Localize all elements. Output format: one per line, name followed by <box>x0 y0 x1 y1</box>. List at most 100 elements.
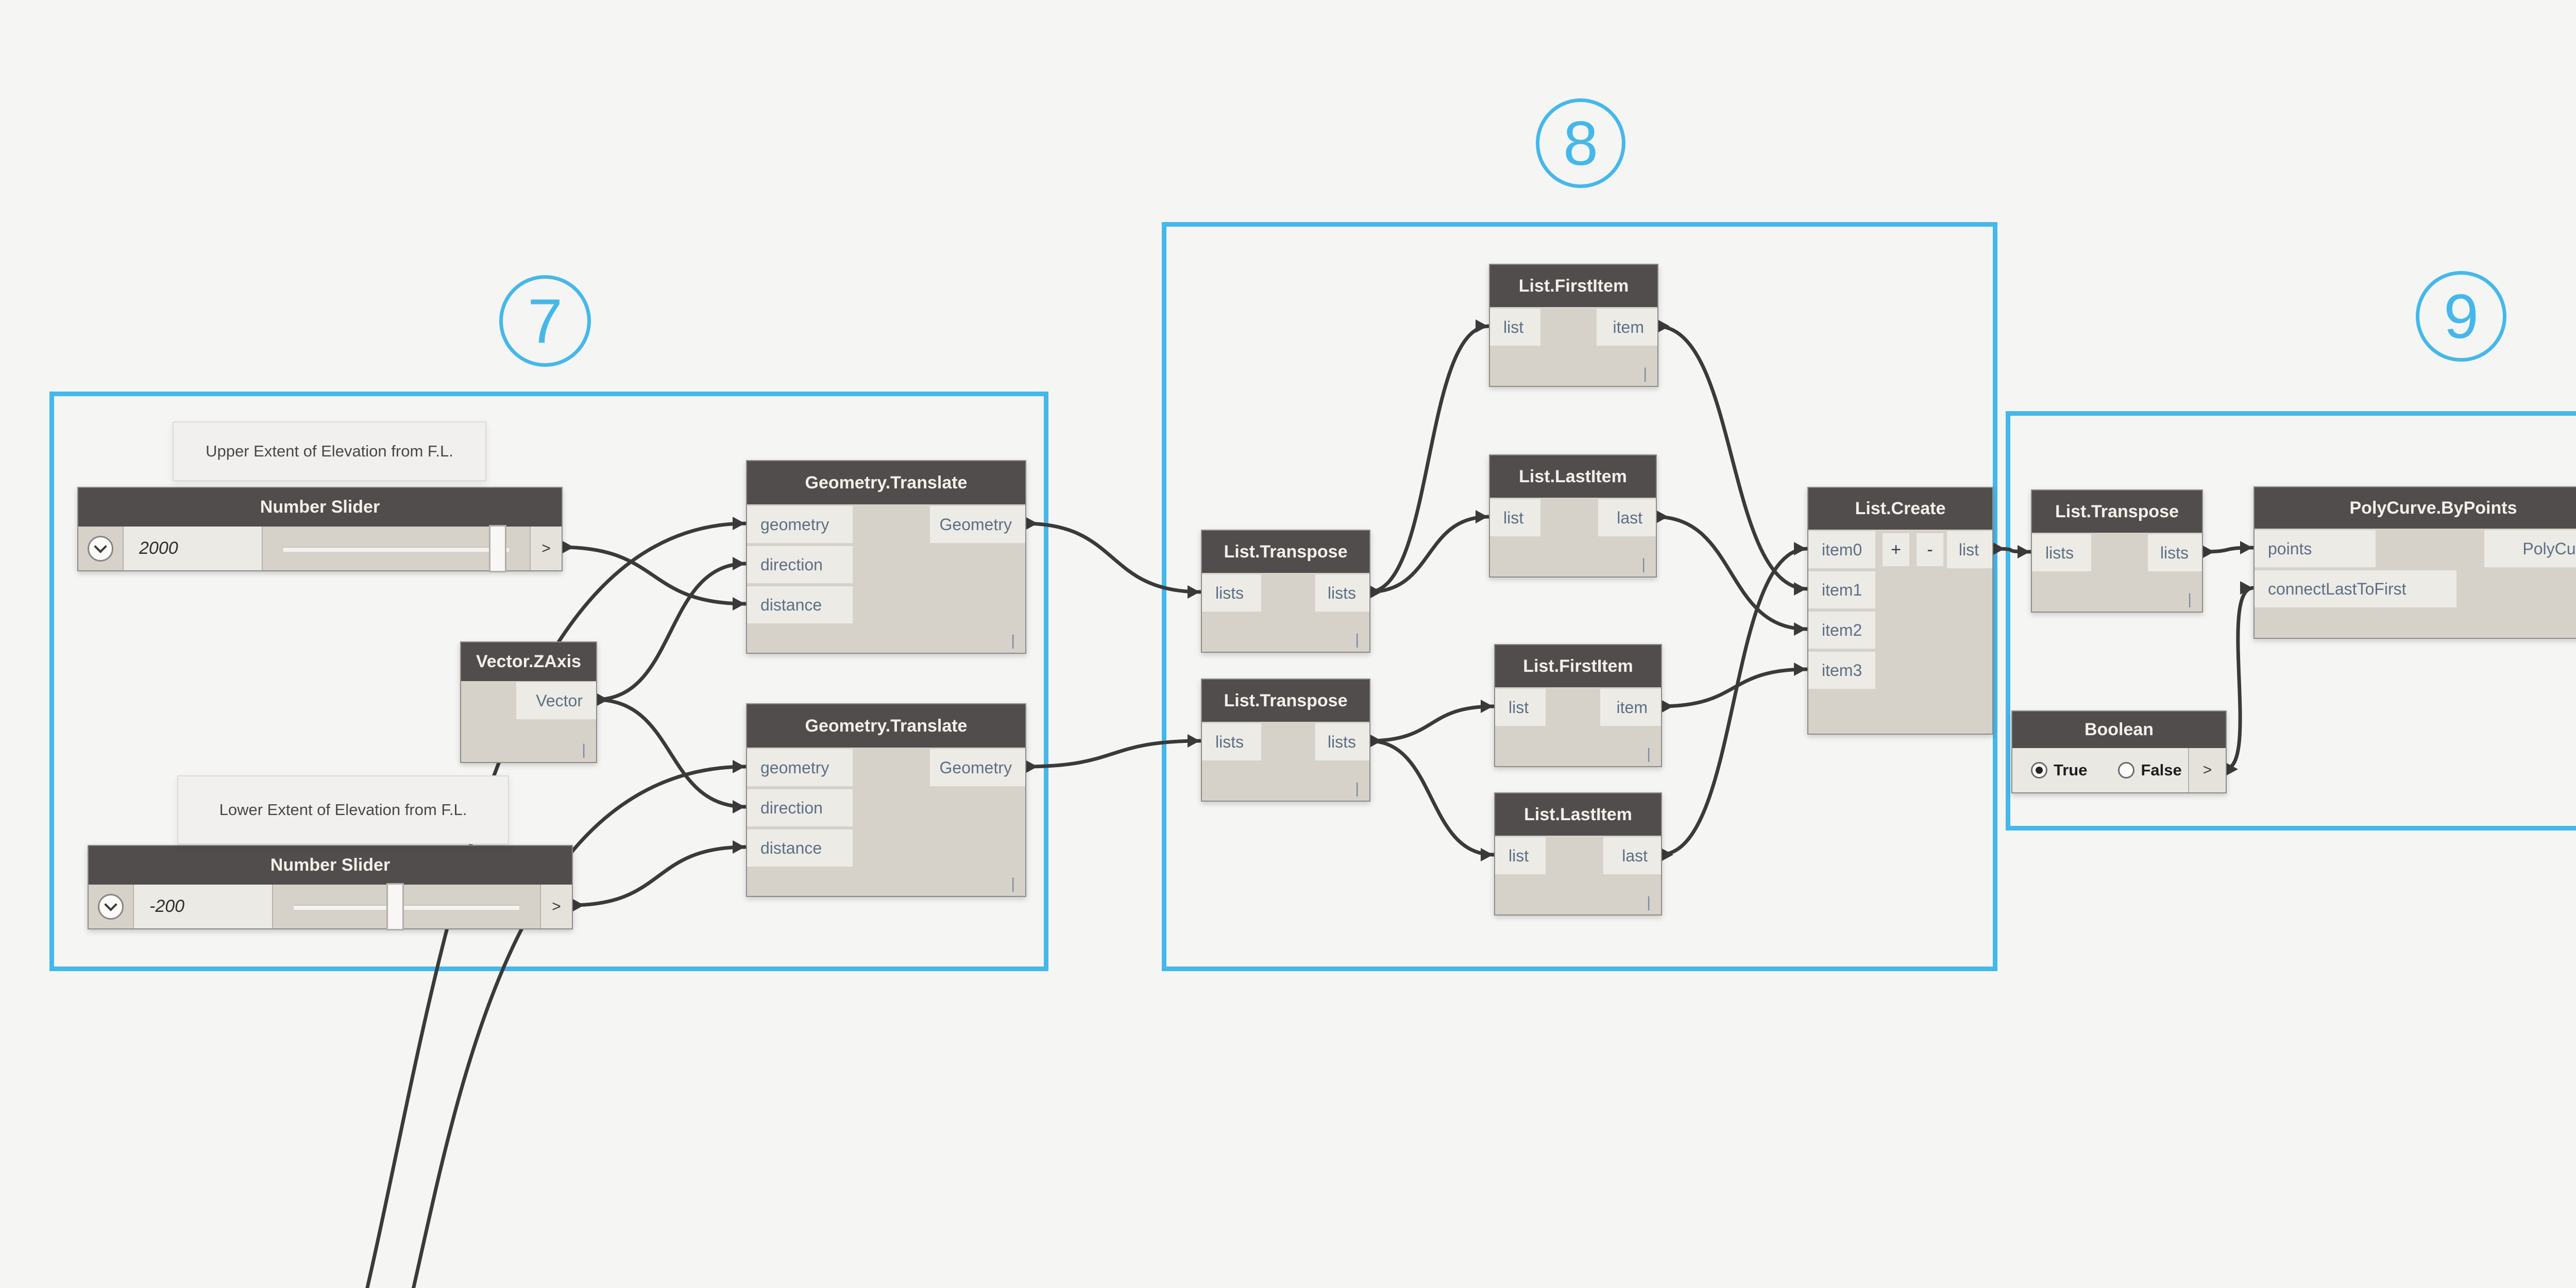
output-port-last[interactable]: last <box>1603 837 1661 874</box>
input-port-list[interactable]: list <box>1495 837 1546 874</box>
wire-offscreen[interactable] <box>407 765 747 1288</box>
input-port-list[interactable]: list <box>1490 309 1540 346</box>
output-port-lists[interactable]: lists <box>1315 574 1369 612</box>
output-port-Geometry[interactable]: Geometry <box>930 749 1025 786</box>
node-title-bar[interactable]: List.FirstItem <box>1495 645 1661 687</box>
wire[interactable] <box>595 698 747 809</box>
slider-handle[interactable] <box>386 883 404 930</box>
text-note[interactable]: Upper Extent of Elevation from F.L. <box>173 421 486 481</box>
input-port-direction[interactable]: direction <box>747 789 853 826</box>
node-title-bar[interactable]: List.FirstItem <box>1490 265 1657 307</box>
node-title-bar[interactable]: Number Slider <box>89 846 572 885</box>
wire[interactable] <box>1368 324 1489 594</box>
input-port-list[interactable]: list <box>1495 689 1546 726</box>
slider-output-button[interactable]: > <box>540 885 572 928</box>
node-title-bar[interactable]: Number Slider <box>78 488 562 527</box>
input-port-item1[interactable]: item1 <box>1808 571 1875 608</box>
node-group-7[interactable] <box>49 392 1048 971</box>
input-port-list[interactable]: list <box>1490 499 1540 536</box>
output-port-list[interactable]: list <box>1947 531 1992 568</box>
wire[interactable] <box>1368 739 1495 857</box>
wire[interactable] <box>1024 521 1201 594</box>
input-port-geometry[interactable]: geometry <box>747 506 853 543</box>
slider-handle[interactable] <box>489 524 507 572</box>
wire[interactable] <box>560 545 747 606</box>
node-group-9[interactable] <box>2006 411 2576 831</box>
input-port-item2[interactable]: item2 <box>1808 612 1875 649</box>
node-title-bar[interactable]: List.LastItem <box>1495 793 1661 836</box>
input-port-direction[interactable]: direction <box>747 546 853 583</box>
wire[interactable] <box>1656 324 1808 591</box>
node-title-bar[interactable]: PolyCurve.ByPoints <box>2255 487 2576 529</box>
radio-circle-icon[interactable] <box>2031 762 2047 778</box>
wire[interactable] <box>1659 667 1808 708</box>
wire[interactable] <box>1659 547 1808 857</box>
input-port-lists[interactable]: lists <box>1202 574 1261 612</box>
input-port-points[interactable]: points <box>2255 530 2376 567</box>
node-title-bar[interactable]: Boolean <box>2012 711 2226 748</box>
node-slider_bot[interactable]: Number Slider-200 > <box>88 845 573 930</box>
input-port-distance[interactable]: distance <box>747 586 853 623</box>
node-title-bar[interactable]: List.Transpose <box>2032 490 2202 533</box>
slider-expand-cell[interactable] <box>78 527 124 570</box>
chevron-down-icon[interactable] <box>88 535 113 562</box>
input-port-item0[interactable]: item0 <box>1808 531 1875 568</box>
output-port-Vector[interactable]: Vector <box>516 682 596 719</box>
slider-output-button[interactable]: > <box>530 527 562 570</box>
node-title-bar[interactable]: List.LastItem <box>1490 455 1656 498</box>
wire[interactable] <box>1654 515 1808 631</box>
wire[interactable] <box>1368 515 1489 594</box>
node-title-bar[interactable]: List.Create <box>1808 488 1992 530</box>
node-title-bar[interactable]: List.Transpose <box>1202 680 1369 722</box>
node-title-bar[interactable]: Vector.ZAxis <box>461 642 596 681</box>
output-port-lists[interactable]: lists <box>1315 723 1369 760</box>
output-port-last[interactable]: last <box>1598 499 1656 536</box>
slider-value-field[interactable]: 2000 <box>124 527 263 570</box>
node-title-bar[interactable]: Geometry.Translate <box>747 704 1025 748</box>
slider-value-field[interactable]: -200 <box>134 885 273 928</box>
input-port-geometry[interactable]: geometry <box>747 749 853 786</box>
add-item-button[interactable]: + <box>1883 533 1909 566</box>
input-port-lists[interactable]: lists <box>1202 723 1261 760</box>
output-port-item[interactable]: item <box>1600 689 1661 726</box>
node-title-bar[interactable]: List.Transpose <box>1202 531 1369 573</box>
wire[interactable] <box>1368 704 1495 743</box>
input-port-distance[interactable]: distance <box>747 829 853 867</box>
node-title-bar[interactable]: Geometry.Translate <box>747 461 1025 504</box>
output-port-item[interactable]: item <box>1597 309 1657 346</box>
output-port-Geometry[interactable]: Geometry <box>930 506 1025 543</box>
radio-circle-icon[interactable] <box>2118 762 2135 778</box>
slider-track[interactable] <box>273 883 540 930</box>
boolean-output-button[interactable]: > <box>2188 748 2226 792</box>
remove-item-button[interactable]: - <box>1917 533 1943 566</box>
wire[interactable] <box>570 845 747 907</box>
wire[interactable] <box>1024 739 1201 769</box>
wire[interactable] <box>595 562 747 702</box>
wire[interactable] <box>2224 586 2254 771</box>
radio-option-true[interactable]: True <box>2031 761 2087 779</box>
output-port-PolyCurve[interactable]: PolyCurve <box>2484 530 2576 567</box>
input-port-lists[interactable]: lists <box>2032 534 2091 571</box>
node-group-8[interactable] <box>1162 222 1997 971</box>
input-port-connectLastToFirst[interactable]: connectLastToFirst <box>2255 570 2456 607</box>
input-port-item3[interactable]: item3 <box>1808 652 1875 689</box>
slider-track[interactable] <box>263 524 530 572</box>
chevron-down-icon[interactable] <box>98 893 124 920</box>
slider-expand-cell[interactable] <box>89 885 134 928</box>
output-port-lists[interactable]: lists <box>2148 534 2202 571</box>
